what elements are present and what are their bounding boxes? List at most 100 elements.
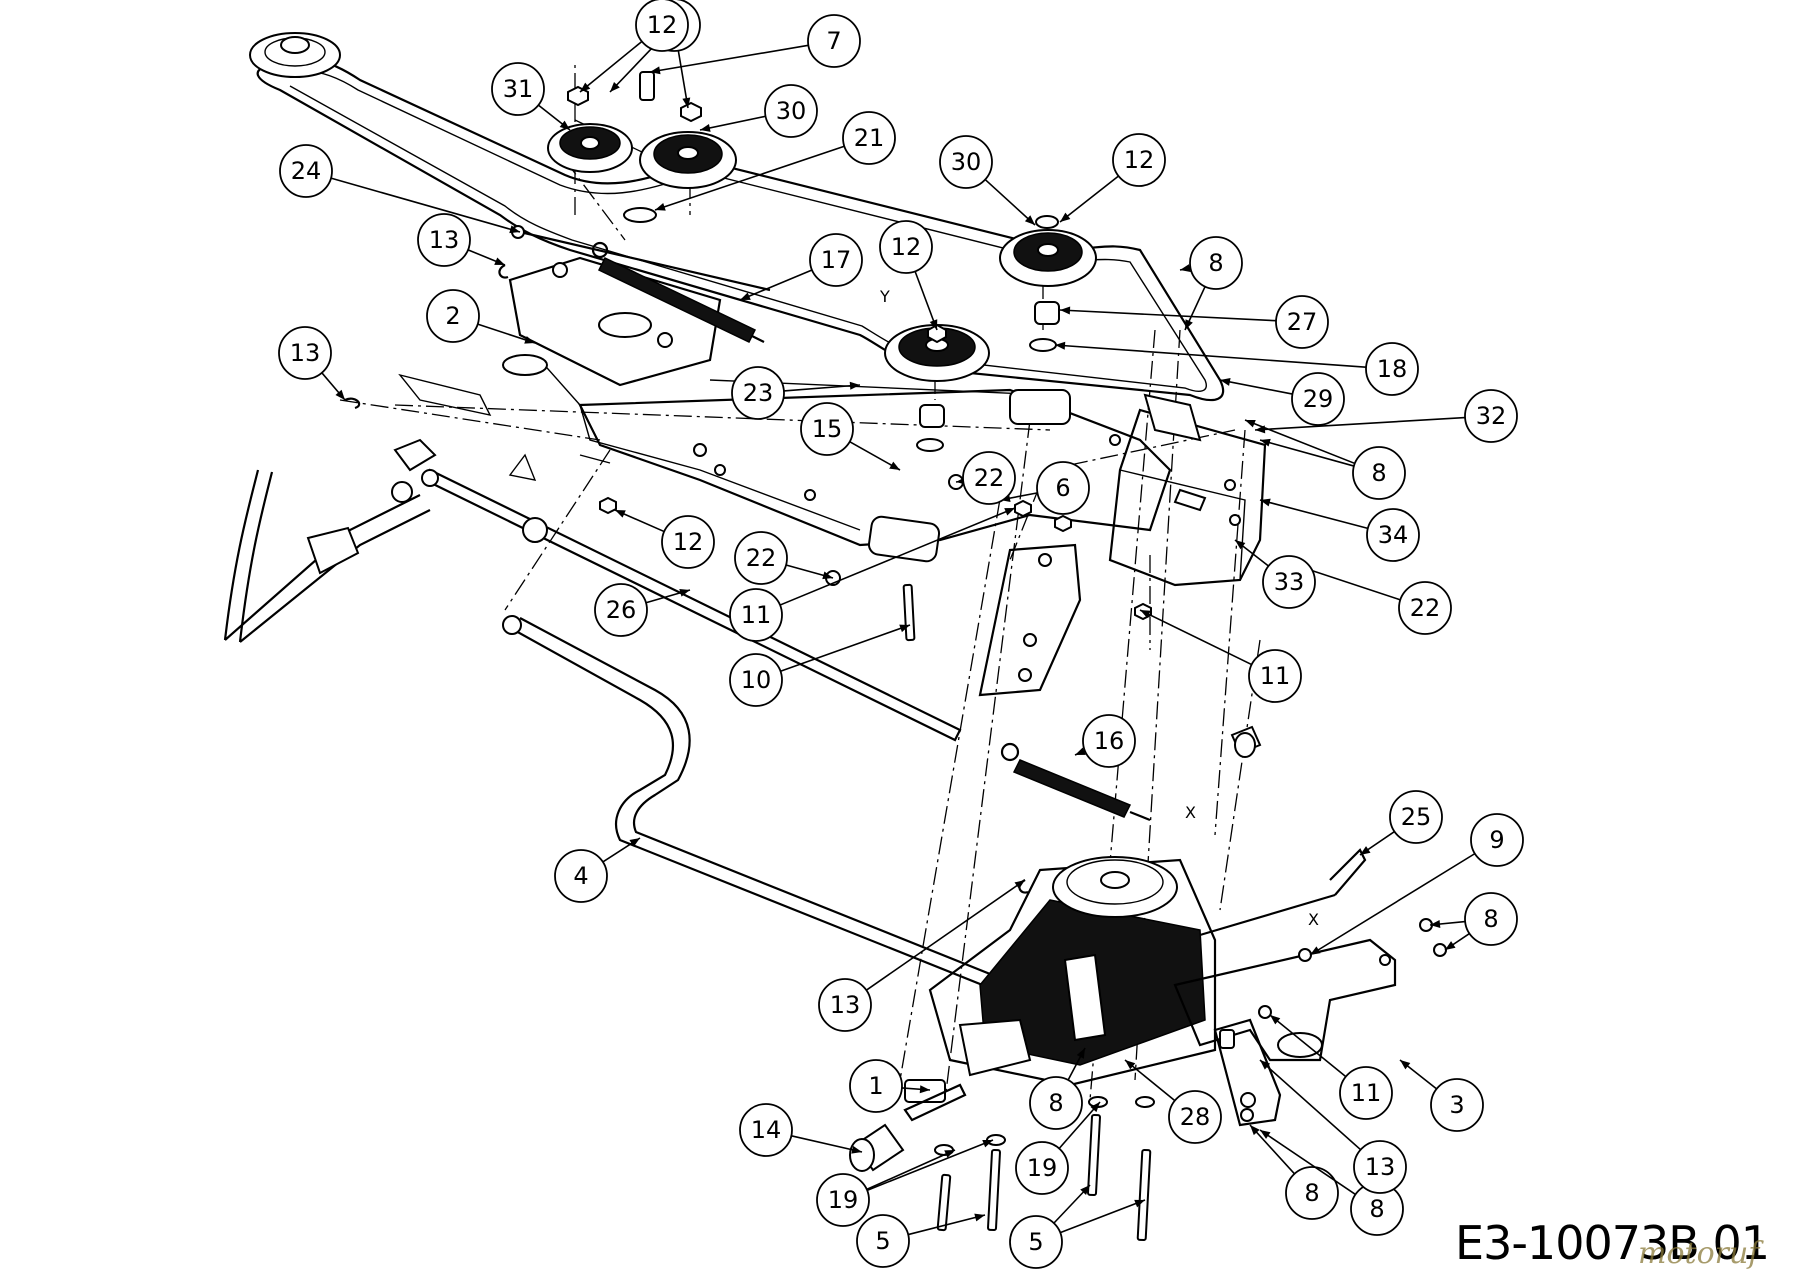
callout-circle: [856, 1214, 910, 1268]
callout-number: 15: [812, 415, 843, 443]
callout-arrowhead: [700, 124, 711, 132]
callout-12: 12: [614, 509, 715, 569]
callout-leader: [1244, 419, 1356, 465]
callout-leader: [699, 115, 766, 131]
callout-leader: [780, 624, 911, 673]
callout-8: 8: [1179, 236, 1243, 331]
callout-circle: [816, 1173, 870, 1227]
callout-number: 22: [974, 464, 1005, 492]
callout-8: 8: [1244, 419, 1406, 500]
marker-letter-y: Y: [879, 287, 890, 306]
callout-number: 22: [746, 544, 777, 572]
pulley-hardware: [567, 71, 1060, 452]
callout-22: 22: [734, 531, 834, 585]
callout-circle: [426, 289, 480, 343]
callout-8: 8: [1429, 892, 1518, 951]
callout-number: 17: [821, 246, 852, 274]
callout-leader: [1259, 499, 1369, 530]
callout-leader: [1269, 1014, 1347, 1078]
callout-number: 24: [291, 157, 322, 185]
callout-arrowhead: [919, 1085, 930, 1094]
callout-number: 16: [1094, 727, 1125, 755]
callout-arrowhead: [1140, 610, 1151, 618]
callout-number: 27: [1287, 308, 1318, 336]
callout-number: 19: [828, 1186, 859, 1214]
callout-5: 5: [856, 1213, 986, 1268]
callout-circle: [734, 531, 788, 585]
marker-letter-x-upper: X: [1185, 803, 1196, 822]
callout-arrowhead: [1270, 1015, 1281, 1025]
callout-13: 13: [417, 213, 506, 267]
callout-arrowhead: [1310, 946, 1321, 955]
callout-arrowhead: [1245, 419, 1256, 428]
callout-circle: [279, 144, 333, 198]
callout-13: 13: [278, 326, 346, 401]
callout-arrowhead: [494, 257, 505, 265]
callout-12: 12: [579, 0, 689, 93]
callout-19: 19: [816, 1139, 994, 1227]
callout-circle: [1470, 813, 1524, 867]
callout-number: 11: [1351, 1079, 1382, 1107]
callout-15: 15: [800, 402, 901, 471]
callout-circle: [491, 62, 545, 116]
callout-leader: [1309, 852, 1476, 956]
callout-circle: [842, 111, 896, 165]
callout-leader: [654, 145, 845, 211]
callout-31: 31: [491, 62, 571, 131]
callout-29: 29: [1219, 372, 1345, 426]
callout-number: 2: [445, 302, 460, 330]
callout-number: 8: [1304, 1179, 1319, 1207]
callout-circle: [731, 366, 785, 420]
callout-11: 11: [729, 507, 1016, 642]
callout-arrowhead: [929, 319, 938, 330]
callout-number: 30: [776, 97, 807, 125]
callout-circle: [800, 402, 854, 456]
callout-arrowhead: [1400, 1060, 1411, 1070]
callout-arrowhead: [1235, 540, 1246, 550]
callout-23: 23: [731, 366, 861, 420]
bracket-lower-right: [1213, 1018, 1282, 1127]
callout-arrowhead: [629, 838, 640, 847]
callout-number: 12: [891, 233, 922, 261]
callout-arrowhead: [650, 66, 661, 75]
callout-number: 14: [751, 1116, 782, 1144]
callout-number: 11: [741, 601, 772, 629]
callout-arrowhead: [1024, 215, 1035, 225]
callout-number: 23: [743, 379, 774, 407]
callout-arrowhead: [1260, 1130, 1271, 1139]
callout-circle: [661, 515, 715, 569]
callout-circle: [1189, 236, 1243, 290]
callout-leader: [1054, 344, 1367, 368]
callout-circle: [1464, 892, 1518, 946]
callout-arrowhead: [580, 82, 591, 92]
drive-belt: [249, 32, 1225, 402]
callout-circle: [729, 588, 783, 642]
callout-circle: [739, 1103, 793, 1157]
callout-circle: [1015, 1141, 1069, 1195]
callout-arrowhead: [679, 588, 690, 597]
callout-number: 12: [673, 528, 704, 556]
callout-8: 8: [1259, 1129, 1404, 1236]
callout-leader: [1059, 175, 1120, 223]
callout-arrowhead: [1004, 508, 1015, 516]
callout-leader: [1059, 1199, 1146, 1234]
drawing-code: E3-10073B 01: [1455, 1216, 1770, 1270]
callout-circle: [1352, 446, 1406, 500]
callout-27: 27: [1059, 295, 1329, 349]
callout-arrowhead: [849, 381, 860, 390]
callout-circle: [1168, 1090, 1222, 1144]
callout-22: 22: [1279, 559, 1452, 635]
callout-leader: [984, 178, 1036, 226]
callout-7: 7: [649, 14, 861, 75]
callout-number: 9: [1489, 826, 1504, 854]
callout-12: 12: [1059, 133, 1166, 223]
callout-28: 28: [1124, 1059, 1222, 1144]
callout-arrowhead: [1125, 1060, 1136, 1070]
callout-leader: [1259, 439, 1355, 467]
callout-32: 32: [1254, 389, 1518, 443]
callout-arrowhead: [1076, 1048, 1085, 1059]
callout-11: 11: [1269, 1014, 1393, 1120]
callout-14: 14: [739, 1103, 863, 1157]
callout-leader: [783, 384, 861, 392]
callout-arrowhead: [1055, 341, 1066, 350]
